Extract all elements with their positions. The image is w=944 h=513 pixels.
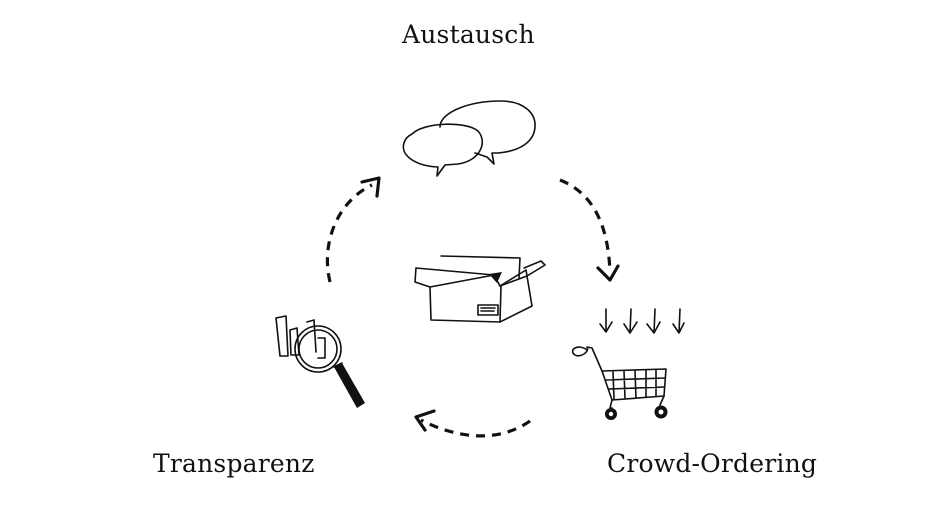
edge-transparenz-to-austausch xyxy=(325,176,381,283)
node-label-transparenz: Transparenz xyxy=(153,449,315,478)
open-box-icon xyxy=(414,255,546,323)
dashed-arrow-line xyxy=(559,178,612,273)
shopping-cart-icon xyxy=(571,308,685,420)
arrow-head xyxy=(596,264,620,282)
magnifier-chart-icon xyxy=(275,315,365,408)
arrow-head xyxy=(360,176,381,198)
edge-austausch-to-crowd-ordering xyxy=(559,178,620,282)
node-label-crowd-ordering: Crowd-Ordering xyxy=(607,449,818,478)
speech-bubbles-icon xyxy=(402,100,536,177)
dashed-arrow-line xyxy=(420,418,531,438)
node-label-austausch: Austausch xyxy=(402,20,535,49)
arrow-head xyxy=(414,409,436,432)
dashed-arrow-line xyxy=(325,183,373,283)
edge-crowd-ordering-to-transparenz xyxy=(414,409,531,438)
